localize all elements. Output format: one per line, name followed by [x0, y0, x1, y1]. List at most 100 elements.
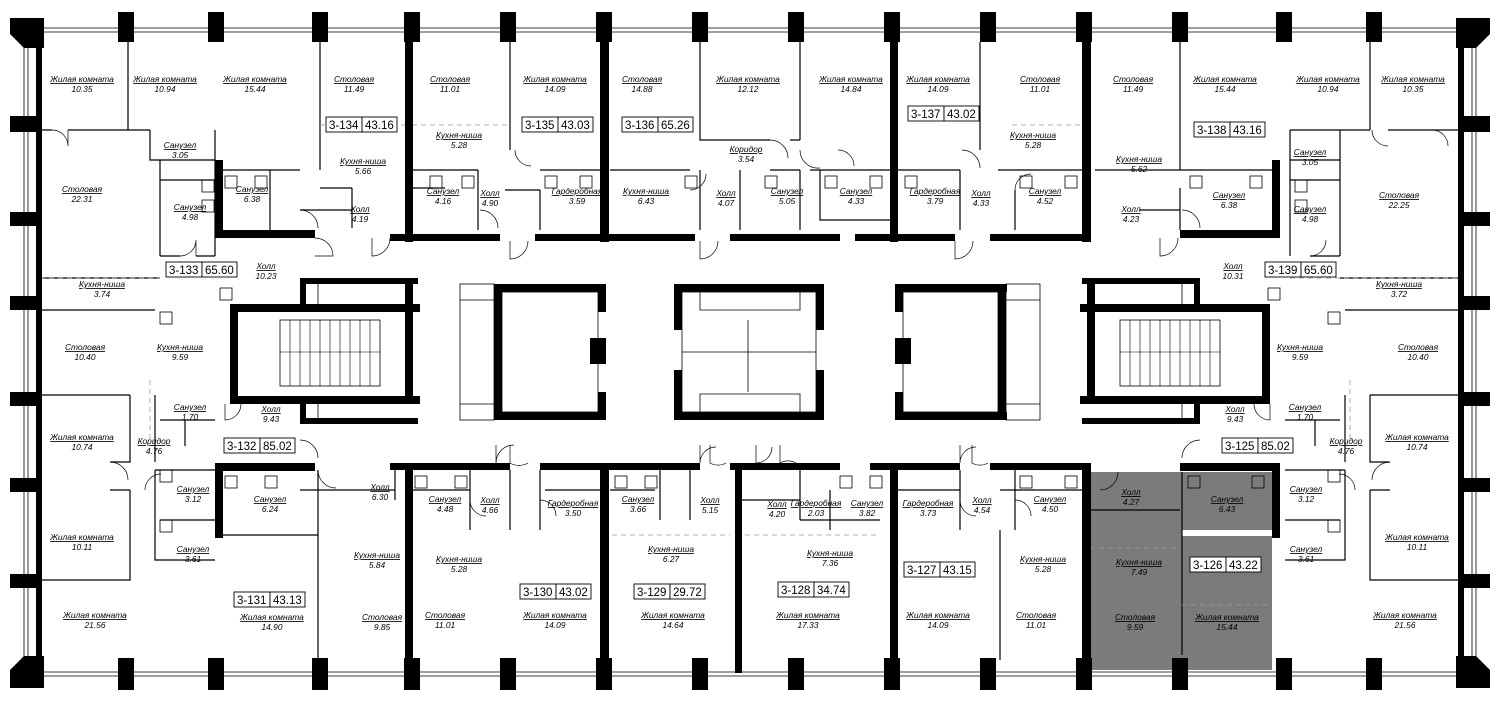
room-name: Холл	[699, 495, 720, 505]
room-area: 11.01	[1030, 84, 1050, 94]
room-area: 9.59	[1292, 352, 1309, 362]
room-area: 14.84	[841, 84, 862, 94]
room-name: Кухня-ниша	[1116, 154, 1162, 164]
room-name: Санузел	[1294, 204, 1327, 214]
room-name: Столовая	[362, 612, 403, 622]
room-area: 3.12	[1298, 494, 1315, 504]
apartment-area: 43.02	[947, 109, 976, 121]
room-area: 5.15	[702, 505, 719, 515]
room-name: Коридор	[730, 144, 763, 154]
elevator-shafts	[317, 283, 1183, 421]
room-name: Жилая комната	[49, 74, 114, 84]
room-area: 5.66	[355, 166, 372, 176]
zone-dashed-lines	[40, 124, 1462, 606]
room-area: 4.66	[482, 505, 499, 515]
room-name: Столовая	[1113, 74, 1154, 84]
room-area: 4.27	[1123, 497, 1140, 507]
apartment-number: 3-126	[1193, 560, 1222, 572]
room-area: 3.61	[1298, 554, 1314, 564]
room-name: Санузел	[1290, 544, 1323, 554]
apartment-partitions	[40, 42, 1462, 660]
room-area: 4.50	[1042, 504, 1059, 514]
apartment-tag[interactable]: 3-125 85.02	[1221, 437, 1294, 454]
room-area: 3.66	[630, 504, 647, 514]
room-area: 10.11	[1407, 542, 1427, 552]
room-area: 14.64	[663, 620, 684, 630]
room-area: 14.09	[928, 84, 949, 94]
room-area: 14.09	[928, 620, 949, 630]
room-area: 5.28	[451, 564, 468, 574]
apartment-number: 3-128	[781, 585, 810, 597]
apartment-number: 3-131	[237, 595, 266, 607]
room-area: 10.74	[1407, 442, 1428, 452]
room-name: Гардеробная	[791, 498, 842, 508]
apartment-number: 3-138	[1197, 125, 1226, 137]
room-area: 4.90	[482, 198, 499, 208]
room-area: 4.23	[1123, 214, 1140, 224]
room-area: 3.54	[738, 154, 755, 164]
room-area: 4.19	[352, 214, 369, 224]
apartment-area: 85.02	[1261, 441, 1290, 453]
room-name: Кухня-ниша	[436, 554, 482, 564]
room-area: 10.31	[1223, 271, 1244, 281]
room-name: Жилая комната	[49, 432, 114, 442]
room-area: 10.74	[72, 442, 93, 452]
room-name: Коридор	[138, 436, 171, 446]
room-area: 4.48	[437, 504, 454, 514]
room-area: 1.70	[182, 412, 199, 422]
room-area: 4.33	[973, 198, 990, 208]
bath-fixtures	[159, 175, 1341, 533]
bottom-facade-columns	[118, 658, 1382, 690]
room-name: Гардеробная	[552, 186, 603, 196]
room-area: 4.98	[182, 212, 199, 222]
room-area: 5.28	[1035, 564, 1052, 574]
room-area: 4.98	[1302, 214, 1319, 224]
room-name: Санузел	[1034, 494, 1067, 504]
room-area: 21.56	[1394, 620, 1416, 630]
apartment-area: 43.16	[1233, 125, 1262, 137]
room-name: Столовая	[1379, 190, 1420, 200]
apartment-number: 3-125	[1225, 441, 1254, 453]
room-name: Санузел	[254, 494, 287, 504]
apartment-area: 43.02	[559, 587, 588, 599]
room-name: Кухня-ниша	[1010, 130, 1056, 140]
room-area: 10.40	[75, 352, 96, 362]
apartment-tag[interactable]: 3-138 43.16	[1193, 121, 1266, 138]
room-name: Санузел	[427, 186, 460, 196]
room-name: Санузел	[177, 544, 210, 554]
